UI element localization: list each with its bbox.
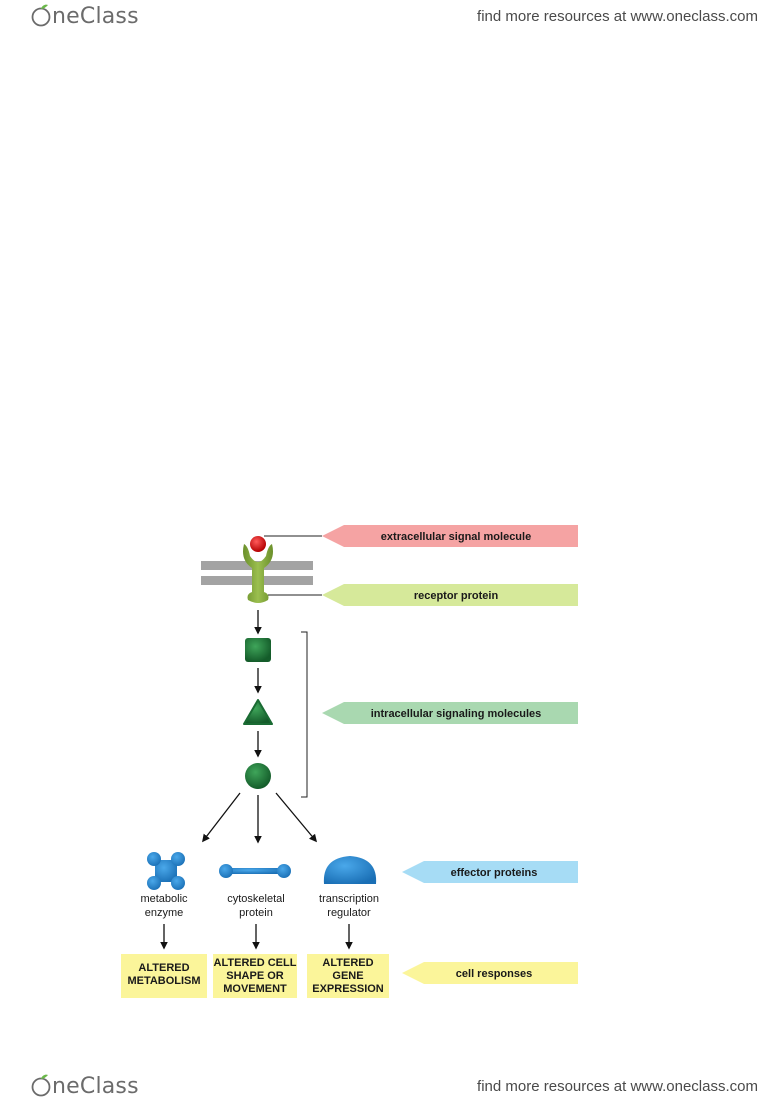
oneclass-logo-footer: neClass <box>30 1073 139 1099</box>
response-line2: METABOLISM <box>127 975 200 987</box>
footer-tagline: find more resources at www.oneclass.com <box>477 1078 758 1095</box>
response-box-gene: ALTERED GENE EXPRESSION <box>307 954 389 998</box>
response-box-metabolism: ALTERED METABOLISM <box>121 954 207 998</box>
receptor-label-banner: receptor protein <box>322 584 578 606</box>
arrow-to-transcription <box>275 792 317 843</box>
oneclass-logo-header: neClass <box>30 3 139 29</box>
response-box-shape: ALTERED CELL SHAPE OR MOVEMENT <box>213 954 297 998</box>
effector-label-banner: effector proteins <box>402 861 578 883</box>
intracellular-bracket <box>301 631 308 798</box>
protein-label-line2: enzyme <box>145 907 184 919</box>
logo-text: neClass <box>52 1073 139 1099</box>
protein-label-line1: cytoskeletal <box>227 893 284 905</box>
response-line2: SHAPE OR <box>226 970 284 982</box>
response-line1: ALTERED <box>138 962 189 974</box>
intracellular-label-banner: intracellular signaling molecules <box>322 702 578 724</box>
arrow-to-enzyme <box>202 792 241 843</box>
intracellular-triangle-shape <box>243 699 273 725</box>
receptor-label: receptor protein <box>414 590 499 602</box>
oneclass-o-icon <box>31 1074 51 1097</box>
protein-label-line2: protein <box>239 907 273 919</box>
effector-label: effector proteins <box>451 867 538 879</box>
responses-label: cell responses <box>456 968 532 980</box>
protein-label-line1: transcription <box>319 893 379 905</box>
protein-label-line1: metabolic <box>140 893 188 905</box>
header-tagline: find more resources at www.oneclass.com <box>477 8 758 25</box>
response-line3: MOVEMENT <box>223 983 287 995</box>
cytoskeletal-protein-shape <box>219 864 291 878</box>
protein-label-line2: regulator <box>327 907 371 919</box>
extracellular-label-banner: extracellular signal molecule <box>322 525 578 547</box>
response-line1: ALTERED <box>322 957 373 969</box>
intracellular-square-shape <box>245 638 271 662</box>
extracellular-label: extracellular signal molecule <box>381 531 531 543</box>
responses-label-banner: cell responses <box>402 962 578 984</box>
intracellular-circle-shape <box>245 763 271 789</box>
oneclass-o-icon <box>31 4 51 27</box>
logo-text: neClass <box>52 3 139 29</box>
extracellular-signal-shape <box>250 536 266 552</box>
response-line2: GENE <box>332 970 363 982</box>
response-line1: ALTERED CELL <box>214 957 297 969</box>
metabolic-enzyme-shape <box>147 852 185 890</box>
receptor-protein-shape <box>243 544 273 603</box>
response-line3: EXPRESSION <box>312 983 384 995</box>
intracellular-label: intracellular signaling molecules <box>371 708 542 720</box>
transcription-regulator-shape <box>323 856 377 884</box>
